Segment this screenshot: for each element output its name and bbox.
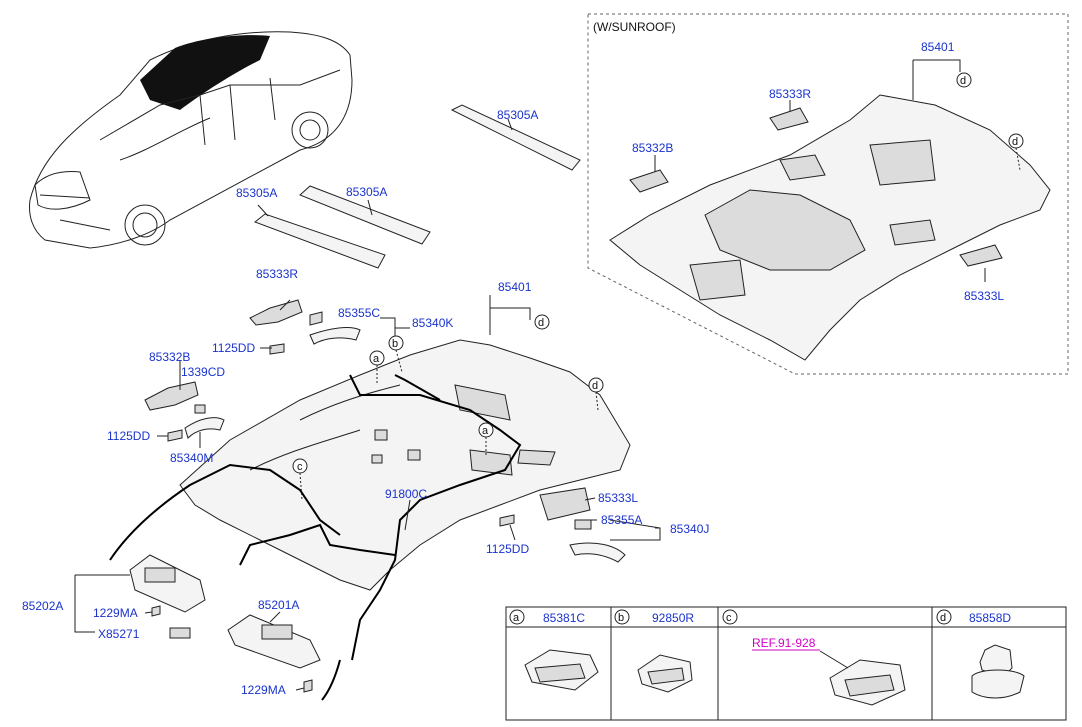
label-91800C: 91800C: [385, 487, 427, 501]
label-85340K: 85340K: [412, 316, 453, 330]
screws-1125DD: [167, 343, 515, 527]
sunvisor-85201A: [227, 614, 321, 693]
label-85333L: 85333L: [598, 491, 638, 505]
label-85201A: 85201A: [258, 598, 299, 612]
sunroof-variant-label: (W/SUNROOF): [593, 20, 676, 34]
callout-letters: a b d a c d d d: [297, 75, 1018, 473]
legend-letter-b: b: [618, 612, 624, 624]
callout-a-lower: a: [482, 425, 489, 437]
label-85355A: 85355A: [601, 513, 642, 527]
legend-ref-91-928: REF.91-928: [752, 636, 816, 650]
headlining-main: [179, 339, 631, 591]
callout-d-main: d: [592, 380, 598, 392]
callout-a-upper: a: [373, 353, 380, 365]
legend-part-85381C: 85381C: [543, 611, 585, 625]
label-85401: 85401: [498, 280, 532, 294]
sunroof-variant-frame: [587, 13, 1069, 375]
label-85332B: 85332B: [149, 350, 190, 364]
leader-lines-main: [74, 295, 661, 691]
label-85340M: 85340M: [170, 451, 213, 465]
legend-part-85858D-image: [971, 644, 1025, 699]
headlining-sunroof: [609, 94, 1051, 361]
label-85305A-top: 85305A: [497, 108, 538, 122]
bracket-85333R: [249, 299, 303, 326]
vehicle-illustration: [29, 31, 353, 249]
sunvisor-85202A: [129, 554, 206, 639]
label-1339CD: 1339CD: [181, 365, 225, 379]
label-85340J: 85340J: [670, 522, 709, 536]
legend-text: a 85381C b 92850R c REF.91-928 d 85858D: [513, 611, 1011, 650]
callout-d-85401: d: [538, 317, 544, 329]
assist-handle-85340J: [569, 519, 626, 563]
legend-letter-d: d: [940, 612, 946, 624]
label-sunroof-85333L: 85333L: [964, 289, 1004, 303]
callouts-sunroof: [956, 72, 1024, 171]
legend-part-85858D: 85858D: [969, 611, 1011, 625]
label-1229MA-right: 1229MA: [241, 683, 286, 697]
legend-part-92850R: 92850R: [652, 611, 694, 625]
label-85305A-left: 85305A: [236, 186, 277, 200]
bracket-85332B: [144, 381, 199, 411]
strip-85305A-left: [253, 204, 386, 269]
label-1125DD-left: 1125DD: [107, 429, 150, 443]
callouts-main: [292, 314, 604, 501]
strip-85305A-top: [450, 104, 581, 171]
label-85202A: 85202A: [22, 599, 63, 613]
label-1125DD-upper: 1125DD: [212, 341, 255, 355]
label-85355C: 85355C: [338, 306, 380, 320]
legend-letter-a: a: [513, 612, 520, 624]
leader-lines-sunroof: [654, 59, 986, 282]
legend-letter-c: c: [726, 612, 732, 624]
callout-d-sunroof-side: d: [1012, 136, 1018, 148]
callout-b: b: [392, 338, 398, 350]
part-labels: (W/SUNROOF) 85305A 85305A 85305A 85333R …: [22, 20, 1004, 697]
parts-legend-table: [505, 606, 1067, 721]
label-sunroof-85401: 85401: [921, 40, 955, 54]
assist-handle-85340K: [309, 311, 361, 345]
wiring-harness-91800C: [109, 374, 522, 701]
assist-handle-85340M: [184, 404, 225, 439]
label-1229MA-left: 1229MA: [93, 606, 138, 620]
label-X85271: X85271: [98, 627, 140, 641]
callout-c: c: [297, 461, 303, 473]
label-85333R: 85333R: [256, 267, 298, 281]
label-sunroof-85332B: 85332B: [632, 141, 673, 155]
strip-85305A-mid: [299, 185, 431, 245]
callout-d-sunroof-top: d: [960, 75, 966, 87]
label-sunroof-85333R: 85333R: [769, 87, 811, 101]
label-85305A-mid: 85305A: [346, 185, 387, 199]
label-1125DD-right: 1125DD: [486, 542, 529, 556]
